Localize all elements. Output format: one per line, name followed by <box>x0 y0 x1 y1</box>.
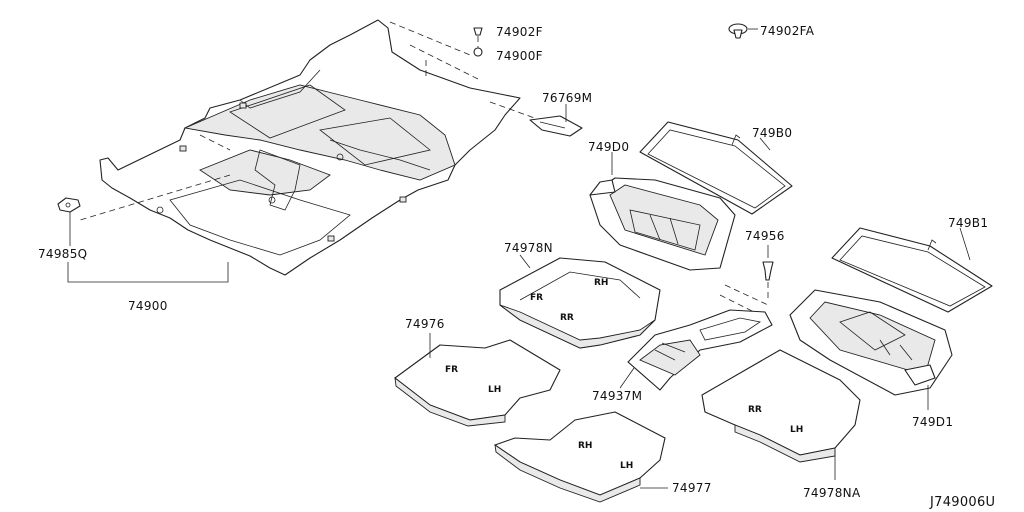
label-74976: 74976 <box>405 317 445 331</box>
floor-carpet-74900[interactable] <box>79 19 541 276</box>
lid-749B1[interactable] <box>831 227 993 313</box>
label-749B1: 749B1 <box>948 216 988 230</box>
clip-74900F[interactable] <box>473 47 483 57</box>
diagram-id: J749006U <box>929 495 995 510</box>
mark-rh-mat-c: RH <box>578 441 592 451</box>
mark-lh-mat-e: LH <box>790 425 803 435</box>
storage-box-749D1[interactable] <box>789 289 953 396</box>
label-74937M: 74937M <box>592 389 642 403</box>
mat-74976[interactable]: FR LH <box>394 339 561 427</box>
label-74902FA: 74902FA <box>760 24 815 38</box>
label-74900: 74900 <box>128 299 168 313</box>
console-duct-74937M[interactable] <box>627 309 773 391</box>
label-74977: 74977 <box>672 481 712 495</box>
label-749D0: 749D0 <box>588 140 629 154</box>
label-74978N: 74978N <box>504 241 553 255</box>
clip-74902F[interactable] <box>473 27 483 36</box>
label-74956: 74956 <box>745 229 785 243</box>
mark-lh-mat-b: LH <box>488 385 501 395</box>
label-74985Q: 74985Q <box>38 247 87 261</box>
mark-fr-mat-a: FR <box>530 293 543 303</box>
mark-rh-mat-a: RH <box>594 278 608 288</box>
mark-lh-mat-c: LH <box>620 461 633 471</box>
label-749D1: 749D1 <box>912 415 953 429</box>
clip-74985Q[interactable] <box>57 197 81 213</box>
lid-749B0[interactable] <box>639 121 793 215</box>
mat-74977[interactable]: RH LH <box>494 411 666 503</box>
clip-74956[interactable] <box>762 261 774 281</box>
mark-rr-mat: RR <box>560 313 574 323</box>
label-74900F: 74900F <box>496 49 543 63</box>
mat-74978N[interactable]: RH FR RR <box>499 257 661 349</box>
label-749B0: 749B0 <box>752 126 792 140</box>
mark-rr-mat-e: RR <box>748 405 762 415</box>
label-74902F: 74902F <box>496 25 543 39</box>
mark-fr-mat-b: FR <box>445 365 458 375</box>
clip-74902FA[interactable] <box>728 23 748 39</box>
bracket-76769M[interactable] <box>529 115 583 137</box>
label-74978NA: 74978NA <box>803 486 861 500</box>
storage-box-749D0[interactable] <box>589 177 736 271</box>
label-76769M: 76769M <box>542 91 592 105</box>
mat-74978NA[interactable]: RR LH <box>701 349 861 463</box>
